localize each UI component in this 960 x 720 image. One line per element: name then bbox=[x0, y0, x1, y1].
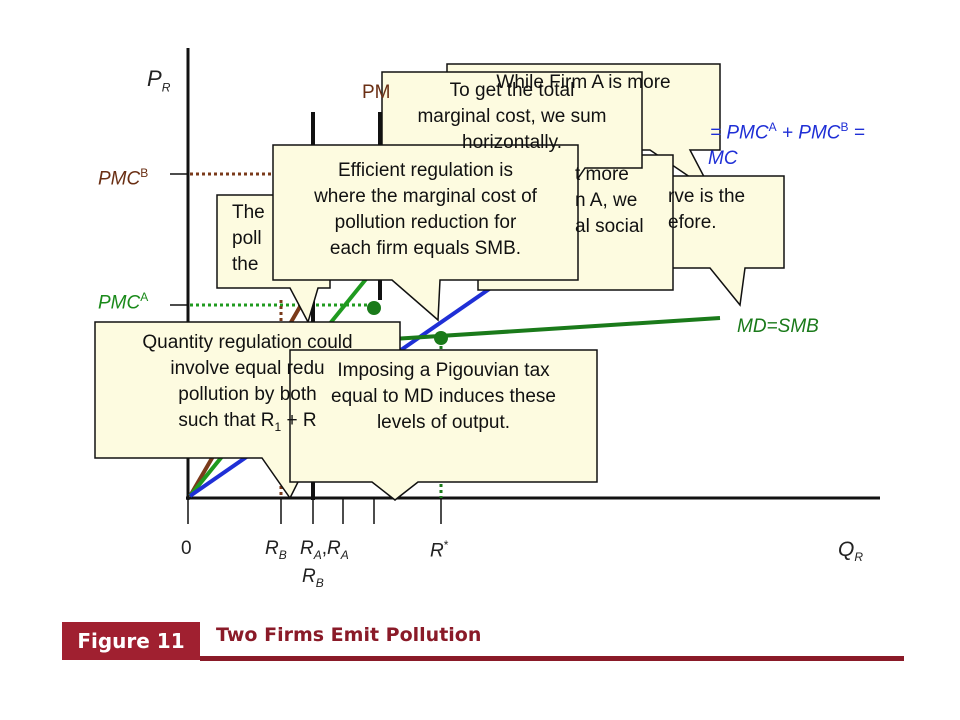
rb-label: RB bbox=[265, 538, 287, 562]
origin-label: 0 bbox=[181, 538, 192, 559]
x-axis-label: QR bbox=[838, 538, 864, 565]
callout-quantity-text: Quantity regulation could involve equal … bbox=[142, 332, 353, 434]
rb2-label: RB bbox=[302, 566, 324, 590]
figure-badge: Figure 11 bbox=[62, 622, 200, 660]
pmc-a-label: PMCA bbox=[98, 290, 149, 314]
pmc-b-label: PMCB bbox=[98, 166, 149, 190]
callout-pigouvian-text: Imposing a Pigouvian tax equal to MD ind… bbox=[331, 360, 556, 433]
efficient-point-total bbox=[434, 331, 448, 345]
pm-partial-label: PM bbox=[362, 82, 391, 103]
y-axis-label: PR bbox=[147, 66, 171, 95]
sum-curve-label: = PMCA + PMCB = bbox=[710, 120, 865, 144]
callout-efficient-text: Efficient regulation is where the margin… bbox=[314, 160, 537, 259]
figure-title: Two Firms Emit Pollution bbox=[216, 624, 482, 646]
callout-pigouvian-shape bbox=[289, 349, 598, 501]
figure-footer: Figure 11 Two Firms Emit Pollution bbox=[62, 620, 904, 661]
smc-partial-label: MC bbox=[708, 148, 738, 169]
ra-pair-label: RA,RA bbox=[300, 538, 349, 562]
callout-while-text: While Firm A is more bbox=[496, 72, 671, 93]
footer-rule bbox=[200, 656, 904, 661]
md-smb-label: MD=SMB bbox=[737, 316, 819, 337]
rstar-label: R* bbox=[430, 538, 449, 562]
callout-efficient-shape bbox=[272, 144, 579, 322]
efficient-point-a bbox=[367, 301, 381, 315]
